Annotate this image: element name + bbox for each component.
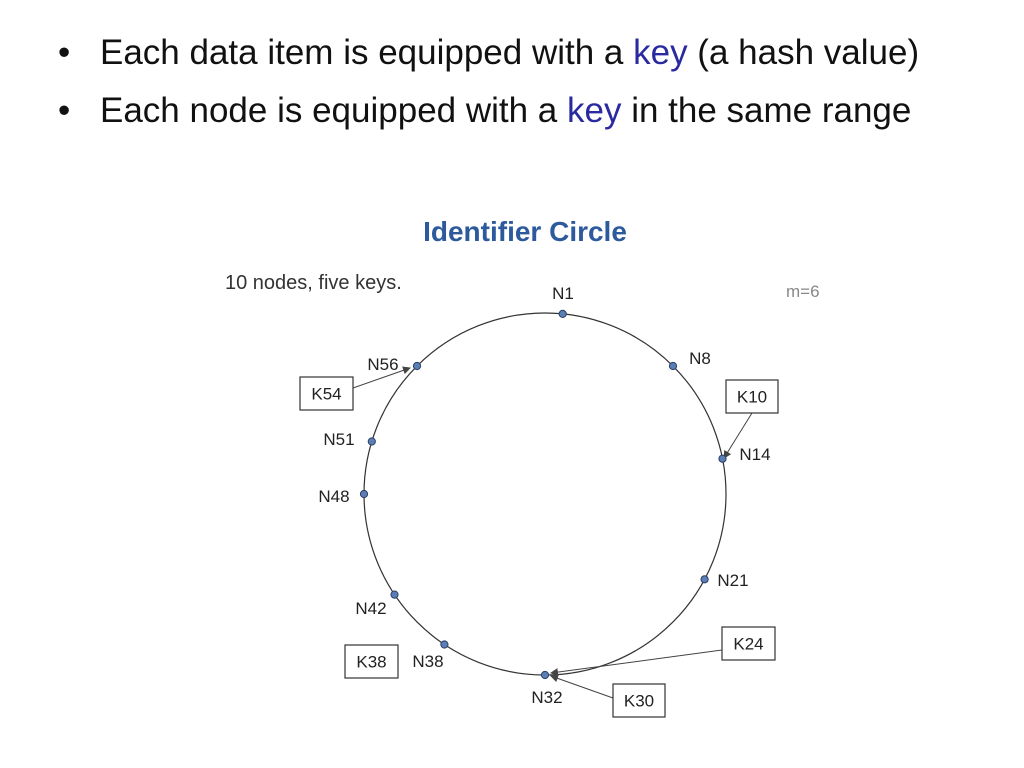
node-dot-n21 (700, 575, 709, 584)
arrow-k54-to-n56 (352, 366, 411, 389)
node-dot-n38 (440, 640, 449, 649)
bullet-text-end: (a hash value) (687, 33, 920, 72)
key-label-k24: K24 (733, 635, 763, 654)
node-label-n56: N56 (367, 355, 398, 374)
node-dot-n14 (718, 454, 727, 463)
node-label-n1: N1 (552, 284, 574, 303)
bullet-item-data-key: • Each data item is equipped with a key … (58, 30, 958, 76)
bullet-keyword: key (633, 33, 688, 72)
node-dot-n42 (390, 590, 399, 599)
node-dot-n32 (540, 670, 550, 680)
arrows-layer (352, 366, 753, 699)
bullet-dot: • (58, 91, 71, 130)
node-label-n38: N38 (412, 652, 443, 671)
node-label-n48: N48 (318, 487, 349, 506)
node-label-n51: N51 (323, 430, 354, 449)
node-label-n32: N32 (531, 688, 562, 707)
key-box-k38 (344, 644, 399, 679)
key-box-k24 (721, 626, 776, 661)
bullet-text-start: Each node is equipped with a (100, 91, 567, 130)
node-dot-n51 (367, 437, 376, 446)
diagram-title: Identifier Circle (423, 216, 627, 247)
arrow-k10-to-n14 (723, 412, 753, 459)
key-label-k10: K10 (737, 388, 767, 407)
bullet-item-node-key: • Each node is equipped with a key in th… (58, 88, 958, 134)
node-dot-n8 (668, 361, 678, 371)
key-label-k38: K38 (356, 653, 386, 672)
diagram-caption: 10 nodes, five keys. (225, 272, 402, 294)
node-label-n14: N14 (739, 445, 770, 464)
node-label-n42: N42 (355, 599, 386, 618)
bullet-list: • Each data item is equipped with a key … (58, 30, 958, 146)
key-box-k10 (725, 379, 779, 414)
key-label-k30: K30 (624, 692, 654, 711)
node-dot-n1 (558, 309, 567, 318)
key-box-k30 (612, 683, 666, 718)
m-value-label: m=6 (786, 282, 820, 301)
node-dot-n56 (412, 361, 422, 371)
node-label-n8: N8 (689, 349, 711, 368)
node-dot-n48 (359, 489, 369, 499)
bullet-text-start: Each data item is equipped with a (100, 33, 634, 72)
arrow-k24-to-n32 (550, 649, 723, 677)
key-label-k54: K54 (311, 385, 341, 404)
key-box-k54 (299, 376, 354, 411)
bullet-keyword: key (567, 91, 622, 130)
node-label-n21: N21 (717, 571, 748, 590)
arrow-k30-to-n32 (550, 674, 614, 699)
bullet-dot: • (58, 33, 71, 72)
bullet-text-end: in the same range (621, 91, 912, 130)
